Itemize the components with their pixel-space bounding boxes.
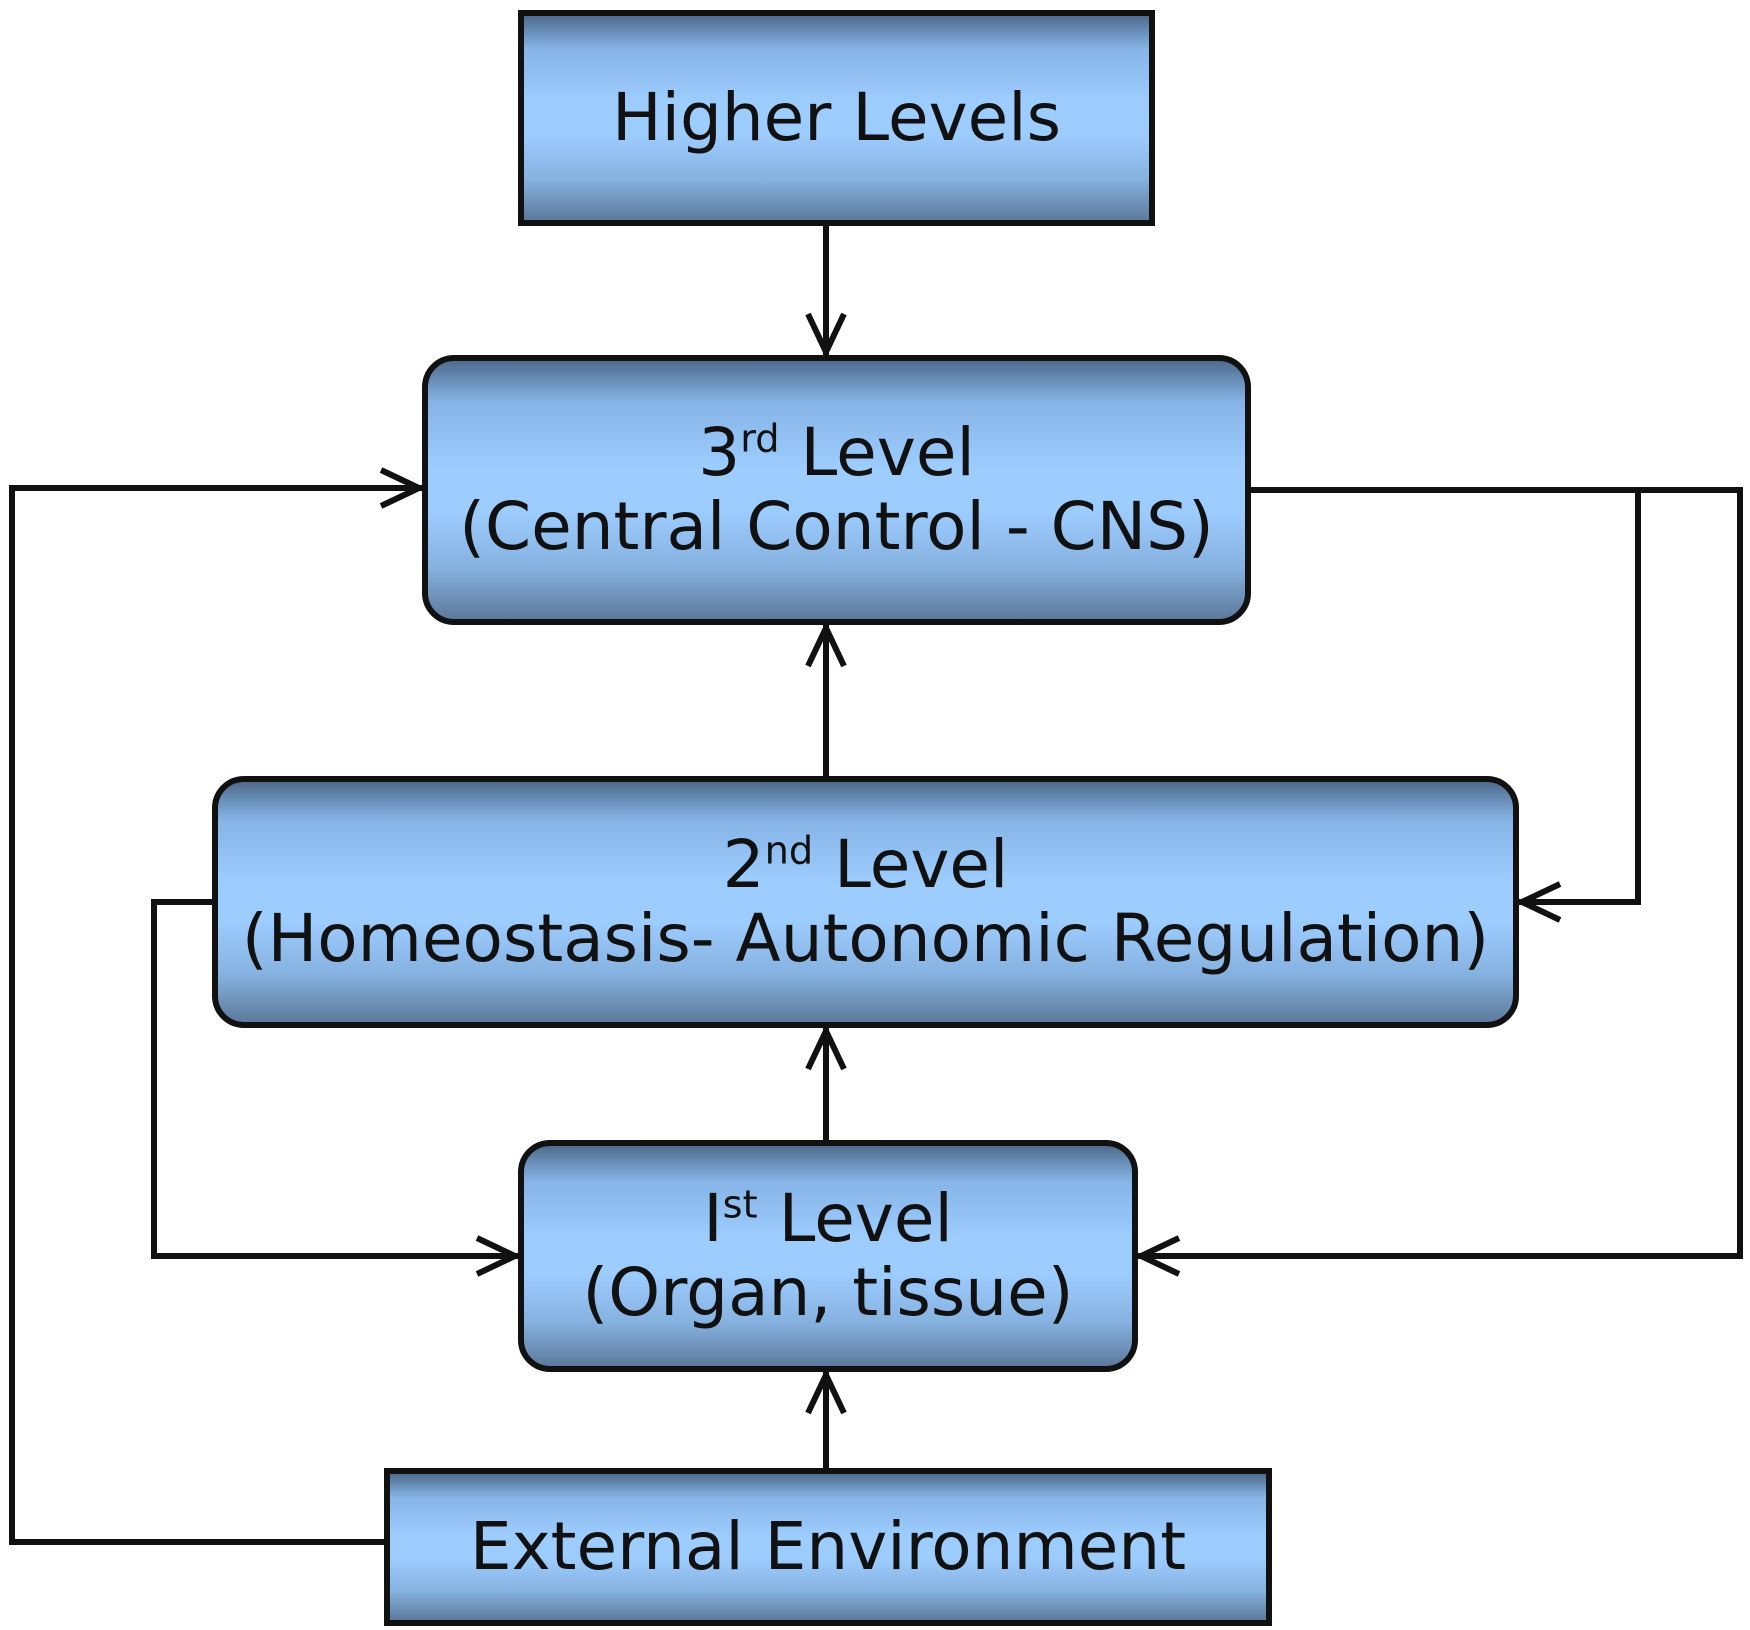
third-level-title: 3rd Level [698, 416, 975, 490]
arrow-third-to-first [1138, 487, 1743, 1256]
first-level-suffix: st [722, 1182, 758, 1228]
higher-levels-box: Higher Levels [518, 10, 1155, 226]
external-environment-box: External Environment [384, 1468, 1272, 1626]
second-level-ordinal: 2 [722, 826, 765, 904]
second-level-title: 2nd Level [723, 828, 1009, 902]
second-level-box: 2nd Level (Homeostasis- Autonomic Regula… [212, 776, 1519, 1028]
arrow-second-to-first [151, 899, 518, 1256]
third-level-ordinal: 3 [698, 414, 741, 492]
first-level-ordinal: I [703, 1180, 723, 1258]
third-level-suffix: rd [740, 416, 780, 462]
first-level-title: Ist Level [703, 1182, 953, 1256]
higher-levels-label: Higher Levels [611, 79, 1061, 157]
external-environment-label: External Environment [469, 1508, 1187, 1586]
second-level-subtitle: (Homeostasis- Autonomic Regulation) [241, 900, 1490, 977]
first-level-word: Level [757, 1180, 953, 1258]
third-level-subtitle: (Central Control - CNS) [459, 488, 1214, 565]
arrow-env-to-third [9, 488, 422, 1545]
second-level-word: Level [813, 826, 1009, 904]
first-level-subtitle: (Organ, tissue) [582, 1254, 1074, 1331]
first-level-box: Ist Level (Organ, tissue) [518, 1140, 1138, 1372]
second-level-suffix: nd [764, 828, 814, 874]
third-level-box: 3rd Level (Central Control - CNS) [422, 355, 1251, 625]
third-level-word: Level [779, 414, 975, 492]
